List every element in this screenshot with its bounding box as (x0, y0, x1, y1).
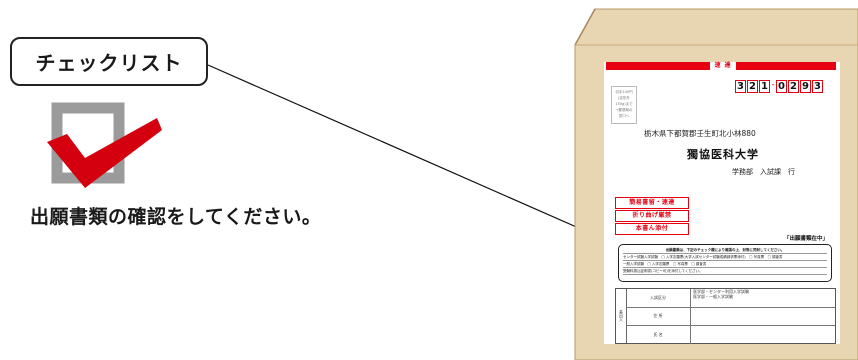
postal-digit: 0 (776, 80, 787, 93)
instruction-text: 出願書類の確認をしてください。 (30, 206, 322, 228)
checkmark-icon (45, 100, 165, 194)
checklist-line: 受験料振込証明書(コピー可)を添付してください。 (623, 268, 827, 275)
postal-digit: 2 (747, 80, 758, 93)
postal-code: 3 2 1 - 0 2 9 3 (735, 80, 824, 93)
envelope-label-sheet: 速 達 3 2 1 - 0 2 9 3 切手140円 (定形外 150g)まで … (604, 62, 840, 344)
recipient-address: 栃木県下都賀郡壬生町北小林880 (644, 129, 756, 138)
recipient-department: 学務部 入試課 行 (732, 168, 795, 176)
table-row: 氏 名 (626, 325, 835, 344)
urgent-label: 速 達 (710, 62, 736, 70)
stamp-line: 切手140円 (615, 90, 633, 94)
envelope-checklist: 出願書類は、下記のチェック欄により確認の上、封筒に同封してください。 センター試… (618, 244, 832, 282)
checklist-line: 出願書類は、下記のチェック欄により確認の上、封筒に同封してください。 (623, 247, 827, 254)
row-options: 医学部・センター利用入学試験 医学部・一般入学試験 (693, 289, 749, 299)
applicant-table: 差出人 入試区分 医学部・センター利用入学試験 医学部・一般入学試験 住 所 氏… (615, 288, 836, 344)
table-row: 入試区分 医学部・センター利用入学試験 医学部・一般入学試験 (626, 289, 835, 308)
postal-digit: 1 (759, 80, 770, 93)
applicant-side-label: 差出人 (616, 289, 627, 343)
handling-label: 折り曲げ厳禁 (615, 210, 689, 222)
handling-labels: 簡易書留・速達 折り曲げ厳禁 本書ん添付 (615, 197, 689, 236)
row-label: 氏 名 (626, 325, 691, 344)
option-text: 医学部・センター利用入学試験 (693, 289, 749, 294)
postal-separator: - (771, 80, 775, 90)
stamp-line: (定形外 (618, 96, 630, 100)
handling-label: 本書ん添付 (615, 223, 689, 235)
checklist-line: センター試験入学試験 □ 入学志願票(大学入試センター試験成績請求票添付) □ … (623, 254, 827, 261)
postal-digit: 9 (800, 80, 811, 93)
postal-digit: 3 (735, 80, 746, 93)
stamp-line: 150g)まで (615, 102, 633, 106)
row-label: 入試区分 (626, 289, 691, 307)
stamp-line: 窓口へ (618, 114, 630, 118)
stamp-line: →郵便局の (615, 108, 633, 112)
enclosed-label: 「出願書類在中」 (784, 236, 829, 242)
table-row: 住 所 (626, 307, 835, 326)
handling-label: 簡易書留・速達 (615, 197, 689, 209)
postal-digit: 2 (788, 80, 799, 93)
recipient-name: 獨協医科大学 (687, 148, 759, 161)
option-text: 医学部・一般入学試験 (693, 294, 733, 299)
checklist-title: チェックリスト (10, 37, 208, 86)
stamp-area: 切手140円 (定形外 150g)まで →郵便局の 窓口へ (611, 86, 637, 124)
row-label: 住 所 (626, 307, 691, 325)
postal-digit: 3 (812, 80, 823, 93)
checklist-line: 一般入学試験 □ 入学志願票 □ 写真票 □ 調査書 (623, 261, 827, 268)
